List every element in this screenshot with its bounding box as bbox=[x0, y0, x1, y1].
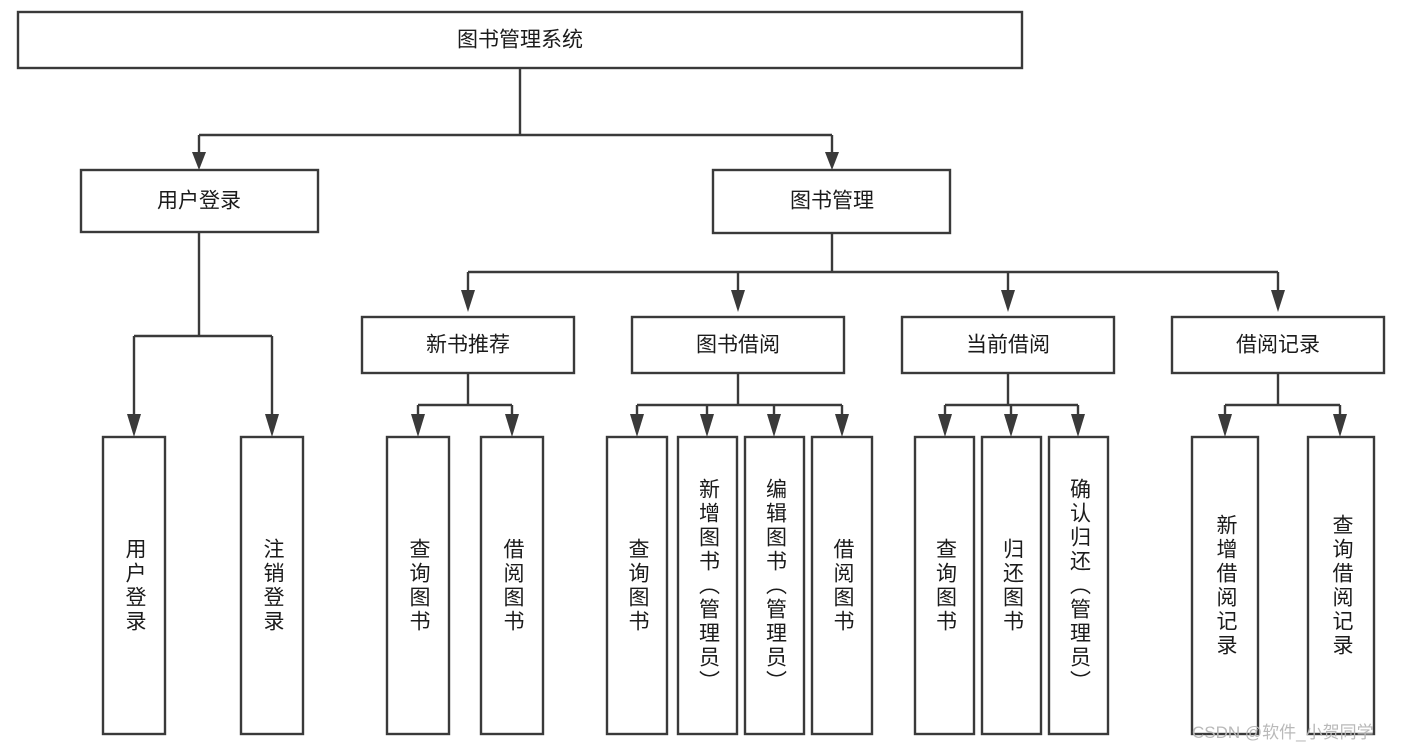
leaf-box-bookborrow-add[interactable] bbox=[676, 435, 739, 736]
leaf-label-currentborrow-query: 查询图书 bbox=[933, 537, 957, 634]
leaf-box-newbook-query[interactable] bbox=[385, 435, 451, 736]
arrow-head-icon bbox=[1271, 290, 1285, 312]
arrow-head-icon bbox=[127, 414, 141, 437]
leaf-box-borrowrecord-query[interactable] bbox=[1306, 435, 1376, 736]
leaf-boxes bbox=[101, 435, 1376, 736]
arrow-head-icon bbox=[825, 152, 839, 170]
connector-userlogin-to-leaves bbox=[127, 232, 279, 437]
arrow-head-icon bbox=[1333, 414, 1347, 437]
arrow-head-icon bbox=[1001, 290, 1015, 312]
node-user-login[interactable]: 用户登录 bbox=[79, 168, 320, 234]
node-label-new-book-recommend: 新书推荐 bbox=[426, 334, 510, 357]
arrow-head-icon bbox=[411, 414, 425, 437]
connector-root-to-level2 bbox=[192, 68, 839, 170]
leaf-label-bookborrow-query: 查询图书 bbox=[626, 537, 650, 634]
leaf-box-borrowrecord-add[interactable] bbox=[1190, 435, 1260, 736]
node-box-borrow-record[interactable] bbox=[1170, 315, 1386, 375]
node-label-borrow-record: 借阅记录 bbox=[1236, 334, 1320, 357]
arrow-head-icon bbox=[505, 414, 519, 437]
leaf-label-newbook-query: 查询图书 bbox=[407, 537, 431, 634]
leaf-box-currentborrow-confirm[interactable] bbox=[1047, 435, 1110, 736]
arrow-head-icon bbox=[265, 414, 279, 437]
arrow-head-icon bbox=[461, 290, 475, 312]
arrow-head-icon bbox=[1071, 414, 1085, 437]
leaf-label-user-login-login: 用户登录 bbox=[123, 537, 147, 634]
leaf-label-borrowrecord-add: 新增借阅记录 bbox=[1214, 513, 1238, 658]
node-current-borrow[interactable]: 当前借阅 bbox=[900, 315, 1116, 375]
leaf-box-bookborrow-edit[interactable] bbox=[743, 435, 806, 736]
connector-bookborrow-to-leaves bbox=[630, 373, 849, 437]
leaf-label-currentborrow-confirm: 确认归还（管理员） bbox=[1067, 477, 1091, 694]
arrow-head-icon bbox=[1218, 414, 1232, 437]
connector-currentborrow-to-leaves bbox=[938, 373, 1085, 437]
node-label-book-management: 图书管理 bbox=[790, 190, 874, 213]
node-box-new-book-recommend[interactable] bbox=[360, 315, 576, 375]
arrow-head-icon bbox=[731, 290, 745, 312]
node-label-book-borrow: 图书借阅 bbox=[696, 334, 780, 357]
arrow-head-icon bbox=[1004, 414, 1018, 437]
leaf-box-user-login-logout[interactable] bbox=[239, 435, 305, 736]
connector-bookmgmt-to-level3 bbox=[461, 233, 1285, 312]
leaf-label-borrowrecord-query: 查询借阅记录 bbox=[1330, 513, 1354, 658]
node-book-management[interactable]: 图书管理 bbox=[711, 168, 952, 235]
connector-borrowrecord-to-leaves bbox=[1218, 373, 1347, 437]
leaf-label-user-login-logout: 注销登录 bbox=[261, 537, 285, 634]
leaf-box-currentborrow-return[interactable] bbox=[980, 435, 1043, 736]
node-borrow-record[interactable]: 借阅记录 bbox=[1170, 315, 1386, 375]
arrow-head-icon bbox=[938, 414, 952, 437]
connector-newbook-to-leaves bbox=[411, 373, 519, 437]
node-new-book-recommend[interactable]: 新书推荐 bbox=[360, 315, 576, 375]
arrow-head-icon bbox=[192, 152, 206, 170]
watermark-text: CSDN @软件_小贺同学 bbox=[1192, 723, 1374, 742]
leaf-label-bookborrow-edit: 编辑图书（管理员） bbox=[763, 477, 787, 694]
arrow-head-icon bbox=[767, 414, 781, 437]
leaf-label-bookborrow-add: 新增图书（管理员） bbox=[696, 477, 720, 694]
node-box-book-management[interactable] bbox=[711, 168, 952, 235]
arrow-head-icon bbox=[700, 414, 714, 437]
node-label-current-borrow: 当前借阅 bbox=[966, 334, 1050, 357]
leaf-label-currentborrow-return: 归还图书 bbox=[1000, 537, 1024, 634]
leaf-box-user-login-login[interactable] bbox=[101, 435, 167, 736]
node-root[interactable]: 图书管理系统 bbox=[16, 10, 1024, 70]
leaf-label-newbook-borrow: 借阅图书 bbox=[501, 537, 525, 634]
node-box-current-borrow[interactable] bbox=[900, 315, 1116, 375]
node-book-borrow[interactable]: 图书借阅 bbox=[630, 315, 846, 375]
leaf-box-bookborrow-query[interactable] bbox=[605, 435, 669, 736]
leaf-label-bookborrow-borrow: 借阅图书 bbox=[831, 537, 855, 634]
node-label-user-login: 用户登录 bbox=[157, 190, 241, 213]
leaf-box-newbook-borrow[interactable] bbox=[479, 435, 545, 736]
leaf-box-bookborrow-borrow[interactable] bbox=[810, 435, 874, 736]
arrow-head-icon bbox=[835, 414, 849, 437]
node-box-root[interactable] bbox=[16, 10, 1024, 70]
arrow-head-icon bbox=[630, 414, 644, 437]
node-label-root: 图书管理系统 bbox=[457, 29, 583, 52]
node-box-book-borrow[interactable] bbox=[630, 315, 846, 375]
node-box-user-login[interactable] bbox=[79, 168, 320, 234]
leaf-box-currentborrow-query[interactable] bbox=[913, 435, 976, 736]
